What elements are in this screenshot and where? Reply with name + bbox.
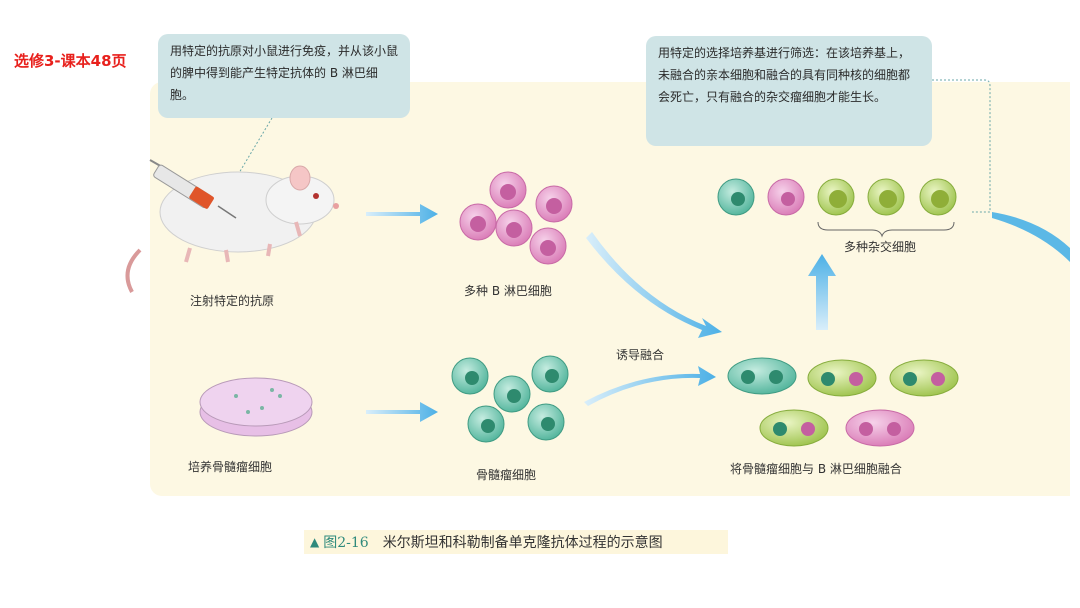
- figure-number: 图2-16: [323, 535, 369, 551]
- b-cell: [489, 171, 527, 209]
- label-myeloma-cells: 骨髓瘤细胞: [476, 468, 537, 482]
- b-cell: [529, 227, 567, 265]
- hybrid-cell-row: [717, 178, 957, 216]
- petri-dish-icon: [199, 377, 313, 437]
- arrow-b-cells-to-fusion: [586, 232, 722, 338]
- b-cell: [495, 209, 533, 247]
- myeloma-cell: [493, 375, 531, 413]
- arrow-myeloma-to-fusion: [584, 366, 716, 406]
- label-hybrid-cells: 多种杂交细胞: [844, 240, 917, 254]
- fused-cell-hybrid: [889, 359, 959, 397]
- arrow-next-step: [992, 212, 1070, 262]
- callout-immunization: 用特定的抗原对小鼠进行免疫，并从该小鼠的脾中得到能产生特定抗体的 B 淋巴细胞。: [158, 34, 410, 118]
- fused-cell-group: [727, 357, 959, 447]
- figure-caption: ▲ 图2-16 米尔斯坦和科勒制备单克隆抗体过程的示意图: [304, 530, 728, 554]
- hybrid-cell: [867, 178, 905, 216]
- fused-cell-hybrid: [807, 359, 877, 397]
- myeloma-cell: [531, 355, 569, 393]
- caption-triangle-icon: ▲: [310, 535, 320, 549]
- hybrid-brace: [817, 221, 955, 238]
- b-cell-cluster: [459, 171, 573, 265]
- myeloma-cell: [717, 178, 755, 216]
- caption-text: 米尔斯坦和科勒制备单克隆抗体过程的示意图: [382, 535, 663, 551]
- page-reference-label: 选修3-课本48页: [14, 52, 127, 70]
- diagram-panel: [150, 82, 1070, 496]
- arrow-to-b-cells: [366, 204, 438, 224]
- callout-selection: 用特定的选择培养基进行筛选：在该培养基上，未融合的亲本细胞和融合的具有同种核的细…: [646, 36, 932, 146]
- myeloma-cell: [527, 403, 565, 441]
- label-culture-myeloma: 培养骨髓瘤细胞: [188, 460, 273, 474]
- arrow-fusion-to-hybrids: [808, 254, 836, 330]
- label-induce-fusion: 诱导融合: [616, 348, 665, 362]
- myeloma-cell-cluster: [451, 355, 569, 443]
- fused-cell-b-b: [845, 409, 915, 447]
- fused-cell-hybrid: [759, 409, 829, 447]
- syringe-icon: [149, 159, 237, 219]
- label-b-cells: 多种 B 淋巴细胞: [464, 284, 552, 298]
- fused-cell-myeloma-myeloma: [727, 357, 797, 395]
- myeloma-cell: [467, 405, 505, 443]
- label-fusion: 将骨髓瘤细胞与 B 淋巴细胞融合: [730, 462, 902, 476]
- hybrid-cell: [919, 178, 957, 216]
- callout-pointer-line: [932, 79, 991, 213]
- b-cell: [459, 203, 497, 241]
- label-inject-antigen: 注射特定的抗原: [190, 294, 275, 308]
- mouse-illustration: [125, 165, 339, 293]
- b-cell: [767, 178, 805, 216]
- myeloma-cell: [451, 357, 489, 395]
- hybrid-cell: [817, 178, 855, 216]
- b-cell: [535, 185, 573, 223]
- arrow-to-myeloma-cells: [366, 402, 438, 422]
